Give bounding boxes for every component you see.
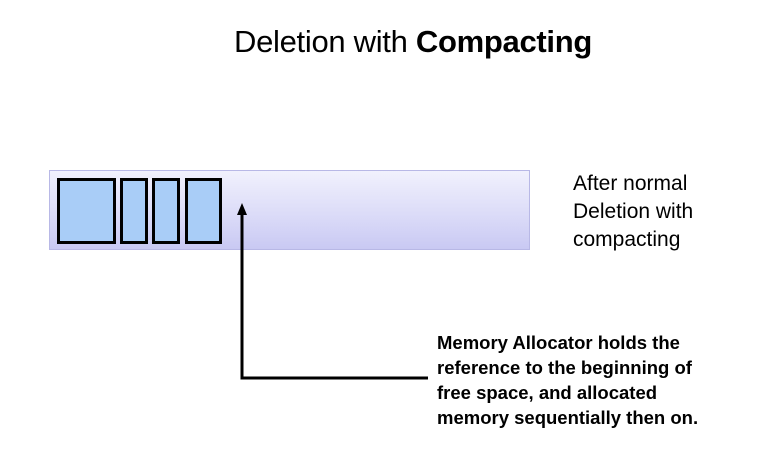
state-label: After normal Deletion with compacting: [573, 172, 694, 251]
allocator-note: Memory Allocator holds the reference to …: [437, 332, 699, 428]
memory-block-2: [120, 178, 148, 244]
memory-block-4: [185, 178, 222, 244]
pointer-arrowhead: [237, 203, 247, 215]
diagram-title: Deletion with Compacting: [0, 24, 760, 60]
title-prefix: Deletion with: [233, 24, 416, 59]
memory-block-1: [57, 178, 116, 244]
memory-bar: [49, 170, 530, 250]
title-emphasis: Compacting: [415, 24, 593, 59]
memory-block-3: [152, 178, 180, 244]
pointer-line: [240, 213, 428, 380]
